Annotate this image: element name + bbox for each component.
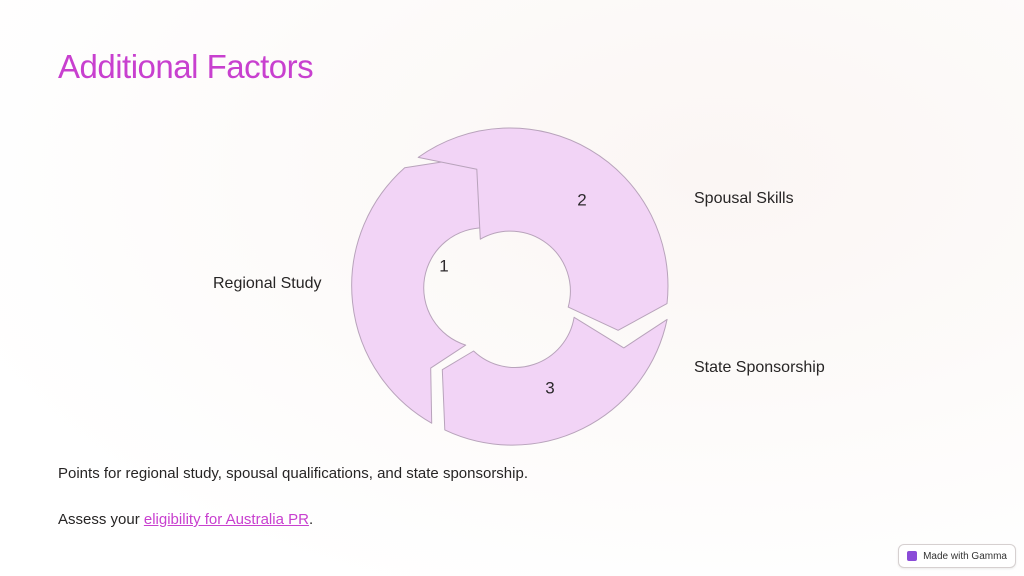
cycle-number-1: 1 xyxy=(439,256,448,275)
page-title: Additional Factors xyxy=(58,48,314,85)
made-with-gamma-badge[interactable]: Made with Gamma xyxy=(898,544,1016,568)
cycle-segment-3 xyxy=(441,316,668,446)
cycle-diagram: 1 2 3 xyxy=(351,127,669,446)
eligibility-link[interactable]: eligibility for Australia PR xyxy=(143,511,309,528)
cycle-segment-1 xyxy=(351,154,489,424)
cta-line: Assess your eligibility for Australia PR… xyxy=(58,511,313,528)
description-text: Points for regional study, spousal quali… xyxy=(58,465,528,482)
cycle-number-2: 2 xyxy=(577,190,586,209)
label-spousal-skills: Spousal Skills xyxy=(694,190,794,207)
cta-prefix: Assess your xyxy=(58,511,144,528)
label-regional-study: Regional Study xyxy=(213,275,322,292)
cycle-segment-2 xyxy=(417,127,669,331)
label-state-sponsorship: State Sponsorship xyxy=(694,359,825,376)
gamma-logo-icon xyxy=(907,551,918,561)
cta-suffix: . xyxy=(308,511,314,528)
badge-label: Made with Gamma xyxy=(923,550,1007,562)
cycle-number-3: 3 xyxy=(545,378,554,397)
